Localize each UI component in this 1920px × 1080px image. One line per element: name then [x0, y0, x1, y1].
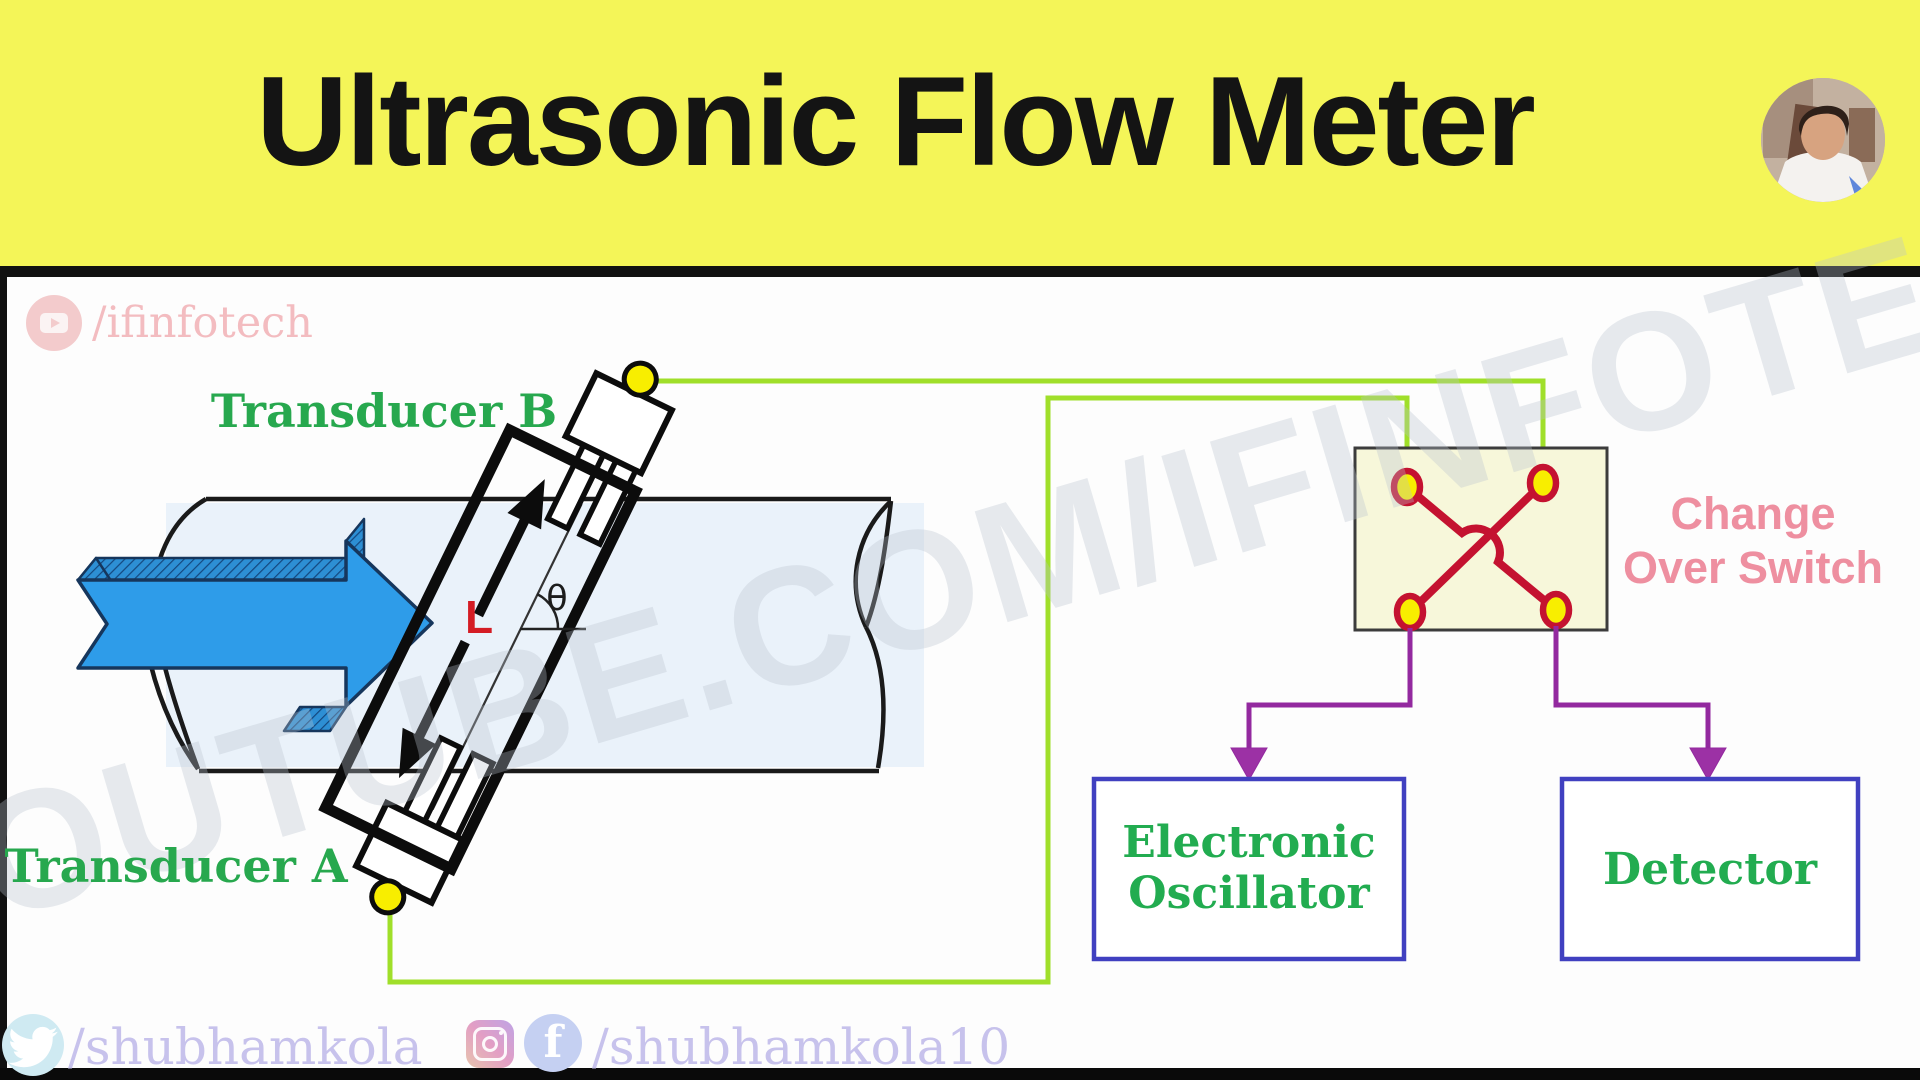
path-length-label: L — [464, 591, 494, 643]
switch-terminal — [1539, 590, 1573, 630]
detector-label: Detector — [1602, 844, 1818, 895]
angle-marking — [520, 592, 586, 631]
switch-contact-line — [1404, 483, 1559, 614]
oscillator-label: Electronic Oscillator — [1094, 817, 1404, 919]
facebook-icon: f — [524, 1014, 582, 1072]
switch-contact-line — [1407, 480, 1546, 615]
flow-direction-arrow — [76, 517, 434, 733]
switch-terminal — [1393, 592, 1427, 632]
switch-label-line1: Change — [1670, 488, 1836, 539]
switch-terminal — [1526, 463, 1560, 503]
twitter-handle: /shubhamkola — [68, 1018, 423, 1076]
ultrasound-beam-arrows — [398, 479, 545, 779]
change-over-switch — [1353, 446, 1609, 632]
title-banner — [0, 0, 1920, 266]
transducer-b-label: Transducer B — [210, 384, 558, 438]
transducer-a-terminal — [369, 878, 407, 916]
page-title: Ultrasonic Flow Meter — [256, 50, 1536, 192]
frame-bottom-border — [0, 1068, 1920, 1080]
transducer-wires — [387, 378, 1546, 985]
avatar — [1761, 78, 1885, 202]
clamp-frame — [318, 422, 643, 877]
meta-handle: /shubhamkola10 — [592, 1018, 1011, 1076]
youtube-handle: /ifinfotech — [92, 298, 313, 348]
frame-left-border — [0, 266, 7, 1080]
banner-separator — [0, 266, 1920, 277]
youtube-watermark: /ifinfotech — [26, 292, 313, 354]
change-over-switch-label: Change Over Switch — [1612, 487, 1894, 595]
instagram-icon — [466, 1020, 514, 1068]
oscillator-label-line1: Electronic — [1122, 817, 1376, 868]
social-footer: /shubhamkola f /shubhamkola10 — [0, 1010, 1920, 1076]
output-wires — [1230, 626, 1727, 782]
transducer-b-terminal — [621, 360, 659, 398]
transducer-a-label: Transducer A — [4, 839, 348, 893]
twitter-icon — [2, 1014, 64, 1076]
detector-box — [1559, 776, 1861, 962]
oscillator-label-line2: Oscillator — [1128, 868, 1370, 919]
switch-label-line2: Over Switch — [1622, 542, 1884, 593]
angle-label: θ — [546, 579, 568, 619]
avatar-photo — [1761, 78, 1885, 202]
transducer-tube — [318, 360, 676, 916]
oscillator-box — [1091, 776, 1407, 962]
switch-terminal — [1390, 467, 1424, 507]
youtube-icon — [26, 295, 82, 351]
